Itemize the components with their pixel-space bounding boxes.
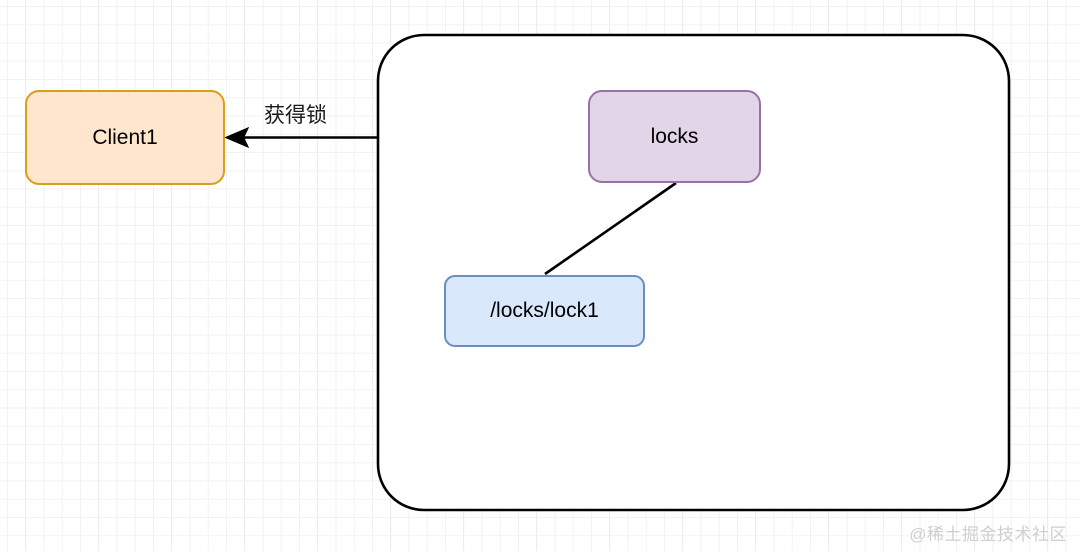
node-lock-path[interactable]: /locks/lock1 bbox=[444, 275, 645, 347]
node-locks-label: locks bbox=[650, 124, 699, 148]
node-locks[interactable]: locks bbox=[588, 90, 761, 183]
node-client1[interactable]: Client1 bbox=[25, 90, 225, 185]
watermark: @稀土掘金技术社区 bbox=[909, 525, 1067, 544]
acquire-lock-arrowhead bbox=[224, 126, 250, 149]
node-client1-label: Client1 bbox=[92, 125, 158, 149]
acquire-lock-edge-label: 获得锁 bbox=[264, 104, 327, 127]
locks-to-lockpath-edge-line bbox=[544, 181, 677, 276]
node-lock-path-label: /locks/lock1 bbox=[490, 299, 599, 323]
